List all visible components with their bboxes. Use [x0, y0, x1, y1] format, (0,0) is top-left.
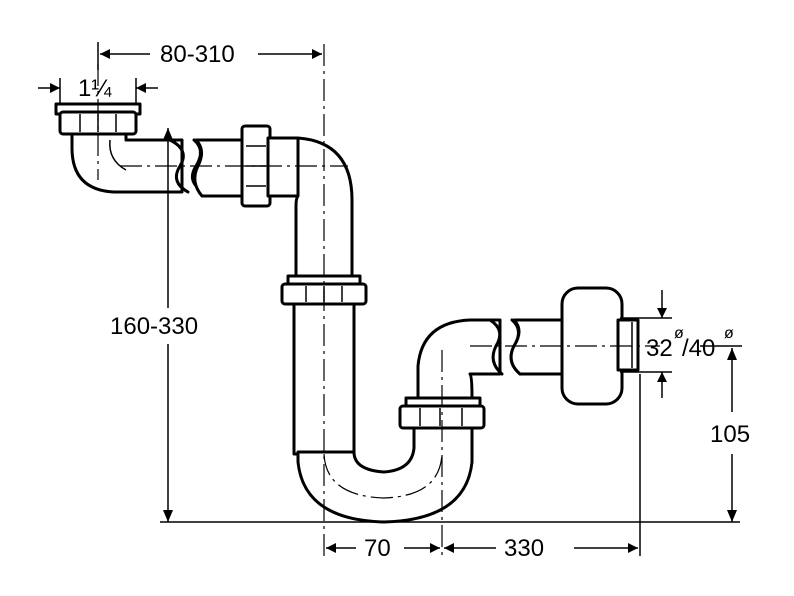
- horizontal-inlet-pipe: [193, 138, 248, 198]
- upper-elbow: [294, 136, 354, 284]
- label-horizontal-offset: 80-310: [160, 41, 235, 68]
- label-outlet-diameter-alt: /40: [682, 335, 715, 362]
- label-diameter-symbol-2: ø: [724, 325, 734, 342]
- upper-coupling-nut: [240, 124, 300, 208]
- outlet-elbow: [416, 318, 502, 400]
- dimension-lines: [38, 42, 742, 556]
- center-lines: [97, 44, 660, 556]
- outlet-pipe: [509, 318, 568, 376]
- u-bend: [296, 426, 474, 524]
- dimension-labels: 1¼ 80-310 160-330 32 ø /40 ø 105 70 330: [78, 41, 750, 562]
- label-trap-width: 70: [364, 535, 391, 562]
- label-outlet-length: 330: [504, 535, 544, 562]
- label-outlet-diameter-main: 32: [646, 335, 673, 362]
- label-inlet-size: 1¼: [78, 75, 112, 102]
- label-outlet-height: 105: [710, 421, 750, 448]
- inlet-elbow: [70, 132, 184, 194]
- label-vertical-height: 160-330: [110, 313, 198, 340]
- label-diameter-symbol-1: ø: [674, 325, 684, 342]
